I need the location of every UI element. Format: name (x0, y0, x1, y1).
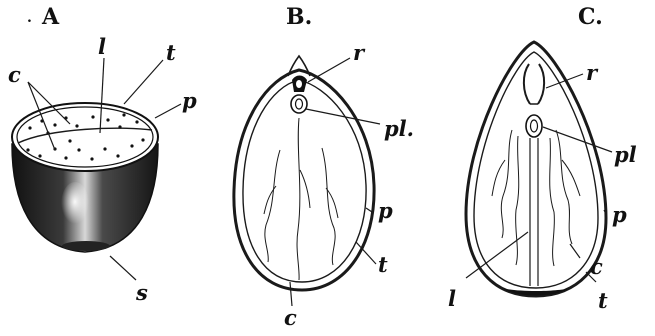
seed-c-inner-coat (474, 52, 598, 288)
seed-c-radicle-left (524, 64, 530, 104)
label-a-p: p (182, 88, 197, 113)
label-c-t: t (598, 288, 608, 313)
label-b-c: c (284, 305, 297, 330)
seed-c-plumule (526, 115, 542, 137)
panel-c-leaders (466, 74, 612, 282)
label-b-r: r (353, 40, 366, 65)
panel-a: A . c l t p (8, 4, 197, 305)
label-c-c: c (590, 254, 603, 279)
panel-b-title: B. (286, 4, 312, 30)
label-a-s: s (135, 280, 148, 305)
label-b-t: t (378, 252, 388, 277)
panel-c: C. r pl p c (448, 4, 637, 313)
label-a-t: t (166, 40, 176, 65)
label-a-l: l (98, 34, 106, 59)
label-c-l: l (448, 286, 456, 311)
seed-c-outer-coat (466, 42, 606, 296)
seed-b-cotyledon-veins (264, 118, 338, 280)
seed-c-radicle-right (538, 64, 544, 104)
label-a-c: c (8, 62, 21, 87)
label-b-p: p (378, 198, 393, 223)
panel-a-title: A (41, 4, 60, 30)
panel-a-dot: . (27, 10, 32, 26)
label-b-pl: pl. (384, 116, 414, 141)
label-c-p: p (612, 202, 627, 227)
panel-c-title: C. (578, 4, 603, 30)
seed-a-hilum (62, 241, 110, 251)
panel-b: B. r pl. p t c (234, 4, 414, 330)
label-c-r: r (586, 60, 599, 85)
seed-c-base (502, 288, 570, 296)
seed-b-radicle-light (296, 80, 302, 88)
seed-a-highlight (61, 182, 89, 226)
seed-c-cotyledon-veins (492, 130, 580, 266)
seed-b-plumule (291, 95, 307, 113)
label-c-pl: pl (614, 142, 637, 167)
seed-c-cotyledon-split (530, 138, 538, 286)
